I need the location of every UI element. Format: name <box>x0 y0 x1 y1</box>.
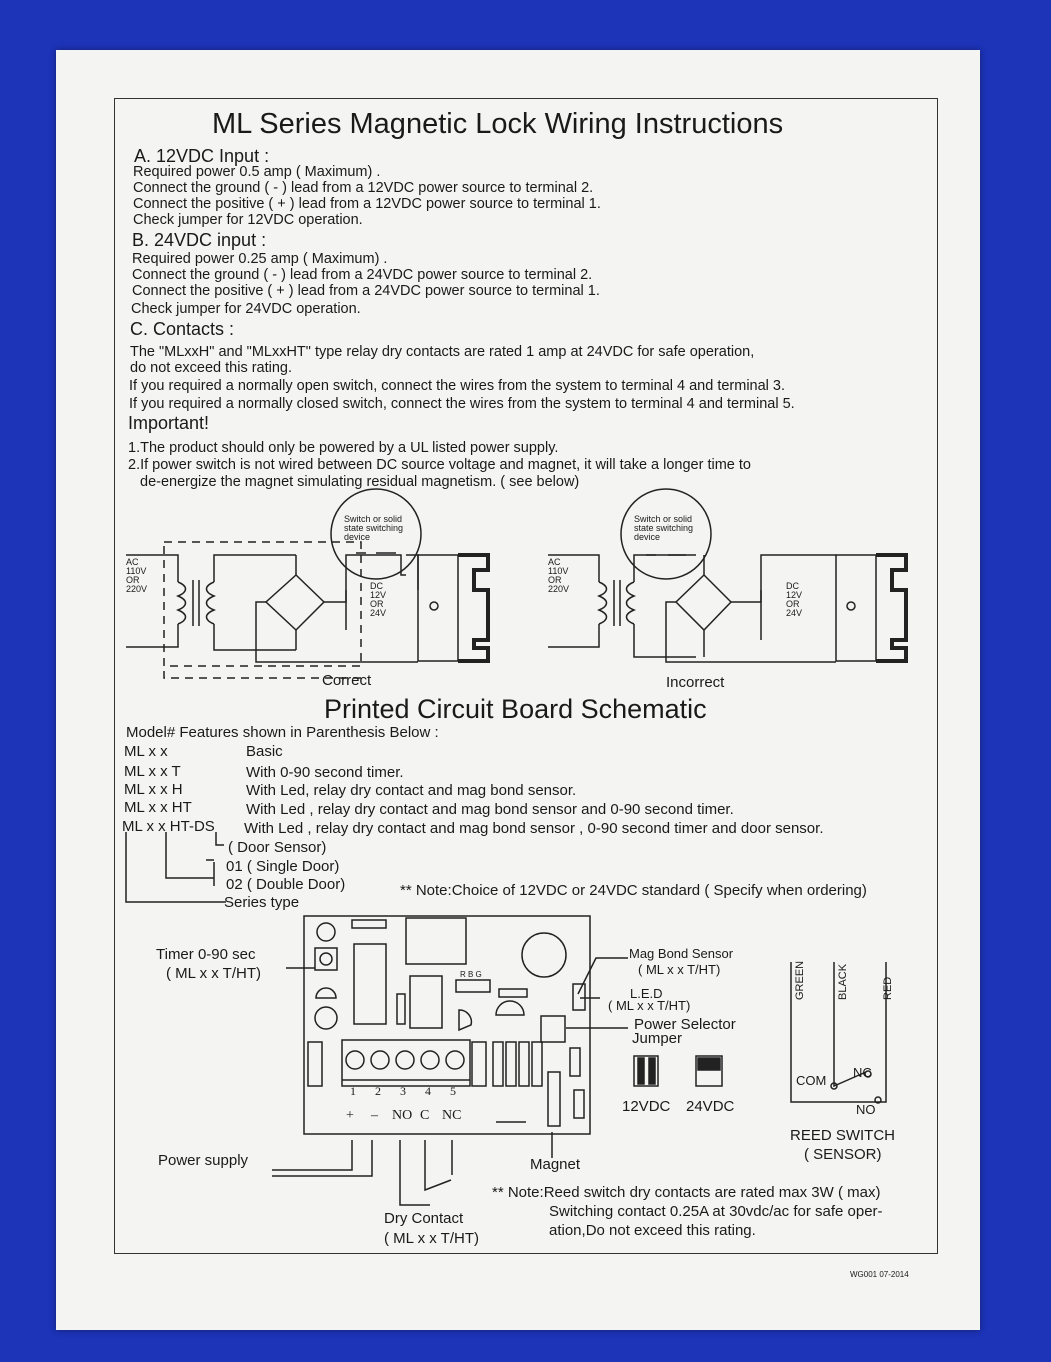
decode-single: 01 ( Single Door) <box>226 858 340 875</box>
section-a-line: Check jumper for 12VDC operation. <box>133 212 363 228</box>
page-title: ML Series Magnetic Lock Wiring Instructi… <box>212 108 784 140</box>
led-sublabel: ( ML x x T/HT) <box>608 998 691 1013</box>
magnet-label: Magnet <box>530 1156 581 1173</box>
terminal-number: 4 <box>425 1084 431 1098</box>
model-code: ML x x HT <box>124 799 192 816</box>
reed-note-line: ation,Do not exceed this rating. <box>549 1222 756 1239</box>
switch-label-correct: Switch or solid state switching device <box>344 514 404 542</box>
voltage-note: ** Note:Choice of 12VDC or 24VDC standar… <box>400 882 867 899</box>
footer-code: WG001 07-2014 <box>850 1270 909 1279</box>
dry-contact-label: Dry Contact <box>384 1210 464 1227</box>
rbg-label: R B G <box>460 970 482 979</box>
ac-label-incorrect: AC 110V OR 220V <box>548 557 570 594</box>
terminal-sign: + <box>346 1108 354 1123</box>
reed-switch-sub: ( SENSOR) <box>804 1146 882 1163</box>
section-c-line: do not exceed this rating. <box>130 360 293 376</box>
timer-sublabel: ( ML x x T/HT) <box>166 965 261 982</box>
section-b-line: Connect the positive ( + ) lead from a 2… <box>132 283 600 299</box>
incorrect-caption: Incorrect <box>666 674 725 691</box>
model-code: ML x x HT-DS <box>122 818 215 835</box>
model-desc: Basic <box>246 743 283 760</box>
dc-label-correct: DC 12V OR 24V <box>370 581 387 618</box>
timer-label: Timer 0-90 sec <box>156 946 256 963</box>
reed-note-line: Switching contact 0.25A at 30vdc/ac for … <box>549 1203 883 1220</box>
section-b-heading: B. 24VDC input : <box>132 230 267 250</box>
important-heading: Important! <box>128 413 210 433</box>
wiring-diagrams <box>125 488 908 1206</box>
section-c-line: The "MLxxH" and "MLxxHT" type relay dry … <box>130 344 755 360</box>
decode-series: Series type <box>224 894 300 911</box>
model-code: ML x x T <box>124 763 181 780</box>
section-b-line: Check jumper for 24VDC operation. <box>131 301 361 317</box>
terminal-sign: C <box>420 1108 430 1123</box>
section-a-line: Connect the ground ( - ) lead from a 12V… <box>133 180 594 196</box>
reed-switch-title: REED SWITCH <box>790 1127 895 1144</box>
mag-bond-sublabel: ( ML x x T/HT) <box>638 962 721 977</box>
instruction-sheet: ML Series Magnetic Lock Wiring Instructi… <box>56 50 980 1330</box>
dry-contact-sublabel: ( ML x x T/HT) <box>384 1230 479 1247</box>
decode-double: 02 ( Double Door) <box>226 876 346 893</box>
switch-label-incorrect: Switch or solid state switching device <box>634 514 694 542</box>
ac-label-correct: AC 110V OR 220V <box>126 557 148 594</box>
section-a-line: Connect the positive ( + ) lead from a 1… <box>133 196 601 212</box>
section-a-heading: A. 12VDC Input : <box>134 146 270 166</box>
jumper-24vdc-label: 24VDC <box>686 1098 735 1115</box>
jumper-label: Jumper <box>632 1030 683 1047</box>
terminal-number: 2 <box>375 1084 381 1098</box>
reed-note-line: ** Note:Reed switch dry contacts are rat… <box>492 1184 881 1201</box>
section-a-line: Required power 0.5 amp ( Maximum) . <box>133 164 381 180</box>
terminal-number: 1 <box>350 1084 356 1098</box>
important-line: 2.If power switch is not wired between D… <box>128 457 751 473</box>
pcb-title: Printed Circuit Board Schematic <box>324 694 707 724</box>
important-line: de-energize the magnet simulating residu… <box>140 474 580 490</box>
reed-wire-black: BLACK <box>837 963 849 1000</box>
model-code: ML x x H <box>124 781 183 798</box>
model-desc: With Led, relay dry contact and mag bond… <box>246 782 577 799</box>
decode-door-sensor: ( Door Sensor) <box>228 839 327 856</box>
reed-nc-label: NC <box>853 1065 872 1080</box>
terminal-number: 3 <box>400 1084 406 1098</box>
border-frame <box>114 98 938 1254</box>
power-selector-label: Power Selector <box>634 1016 736 1033</box>
led-label: L.E.D <box>630 986 663 1001</box>
terminal-sign: NO <box>392 1108 413 1123</box>
section-c-line: If you required a normally open switch, … <box>129 378 786 394</box>
mag-bond-label: Mag Bond Sensor <box>629 946 734 961</box>
section-b-line: Required power 0.25 amp ( Maximum) . <box>132 251 388 267</box>
jumper-12vdc-label: 12VDC <box>622 1098 671 1115</box>
terminal-sign: – <box>371 1108 378 1123</box>
reed-wire-red: RED <box>882 976 894 1000</box>
reed-com-label: COM <box>796 1073 827 1088</box>
reed-no-label: NO <box>856 1102 876 1117</box>
terminal-number: 5 <box>450 1084 456 1098</box>
important-line: 1.The product should only be powered by … <box>128 440 559 456</box>
dc-label-incorrect: DC 12V OR 24V <box>786 581 803 618</box>
model-intro: Model# Features shown in Parenthesis Bel… <box>126 724 439 741</box>
model-desc: With Led , relay dry contact and mag bon… <box>244 820 824 837</box>
section-b-line: Connect the ground ( - ) lead from a 24V… <box>132 267 593 283</box>
reed-wire-green: GREEN <box>794 960 806 1000</box>
power-supply-label: Power supply <box>158 1152 249 1169</box>
model-desc: With Led , relay dry contact and mag bon… <box>246 801 734 818</box>
terminal-sign: NC <box>442 1108 462 1123</box>
section-c-heading: C. Contacts : <box>130 319 235 339</box>
model-desc: With 0-90 second timer. <box>246 764 404 781</box>
model-code: ML x x <box>124 743 168 760</box>
correct-caption: Correct <box>322 672 372 689</box>
section-c-line: If you required a normally closed switch… <box>129 396 795 412</box>
